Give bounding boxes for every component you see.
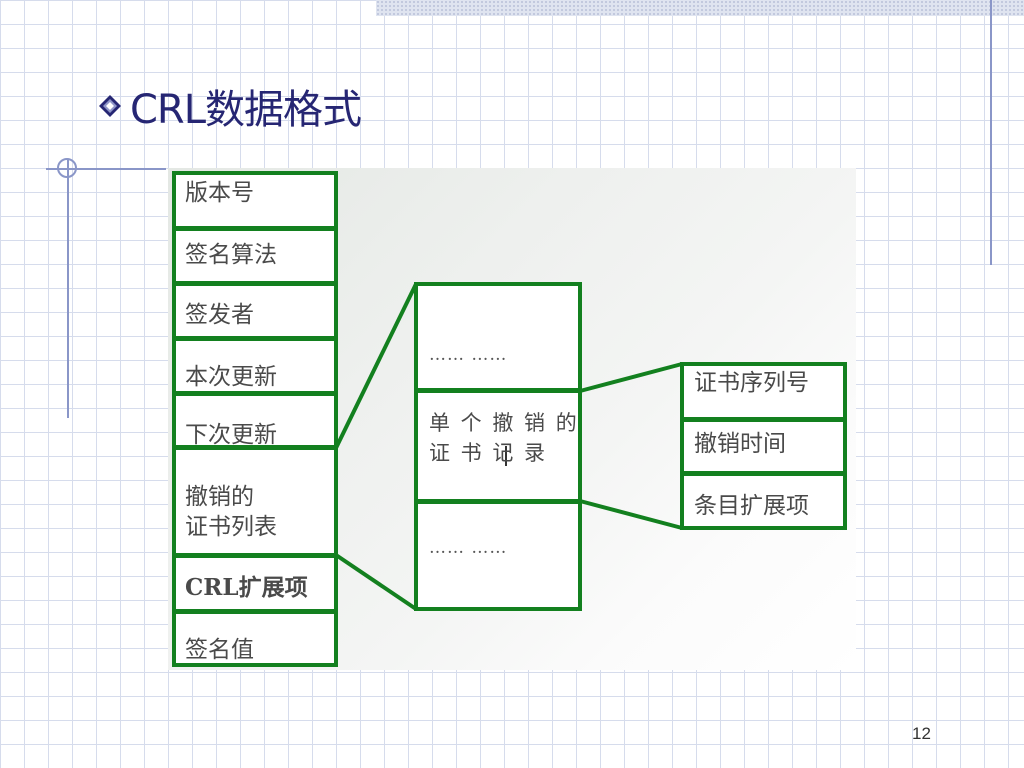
connector-lines [334,283,683,611]
field-label-signature-algorithm: 签名算法 [185,242,277,268]
slide-title: CRL数据格式 [98,78,362,134]
field-label-signature-value: 签名值 [185,637,254,663]
connector-record-to-entry-top [579,362,683,393]
field-label-version: 版本号 [185,180,254,206]
connector-record-to-entry-bottom [579,499,683,530]
field-label-issuer: 签发者 [185,302,254,328]
diamond-bullet-icon [98,94,122,118]
revoked-box-ellipsis-top [414,282,582,392]
decorative-horizontal-line [46,168,166,170]
connector-revoked-to-list-top [334,283,418,449]
crosshair-circle-decoration [57,158,77,178]
entry-box-entry-extensions [680,472,847,530]
field-label-this-update: 本次更新 [185,364,277,390]
field-box-this-update [172,337,338,395]
field-box-revoked-list [172,446,338,557]
field-label-revoked-list: 撤销的 证书列表 [185,484,277,540]
entry-box-serial-number [680,362,847,421]
entry-label-entry-extensions: 条目扩展项 [694,493,809,519]
revoked-entry-column [680,362,847,530]
revoked-label-ellipsis-top: …… …… [429,345,508,365]
crl-fields-column [172,171,338,667]
decorative-vertical-line-left [67,160,69,418]
revoked-label-single-record: 单 个 撤 销 的 证 书 记 录 [429,411,579,465]
revoked-box-ellipsis-bottom [414,500,582,611]
connector-revoked-to-list-bottom [334,553,418,611]
entry-label-serial-number: 证书序列号 [694,370,809,396]
text-cursor-mark [505,446,507,466]
field-label-next-update: 下次更新 [185,422,277,448]
entry-box-revocation-date [680,418,847,475]
field-label-crl-extensions: CRL扩展项 [185,574,308,601]
entry-label-revocation-date: 撤销时间 [694,431,786,457]
field-box-version [172,171,338,230]
top-decorative-band [376,0,1024,16]
field-box-signature-value [172,610,338,667]
revoked-list-column [414,282,582,611]
field-box-next-update [172,392,338,449]
field-box-signature-algorithm [172,227,338,285]
revoked-label-ellipsis-bottom: …… …… [429,538,508,558]
decorative-vertical-line-right [990,0,992,265]
page-number: 12 [912,724,931,743]
slide-title-text: CRL数据格式 [130,87,362,133]
